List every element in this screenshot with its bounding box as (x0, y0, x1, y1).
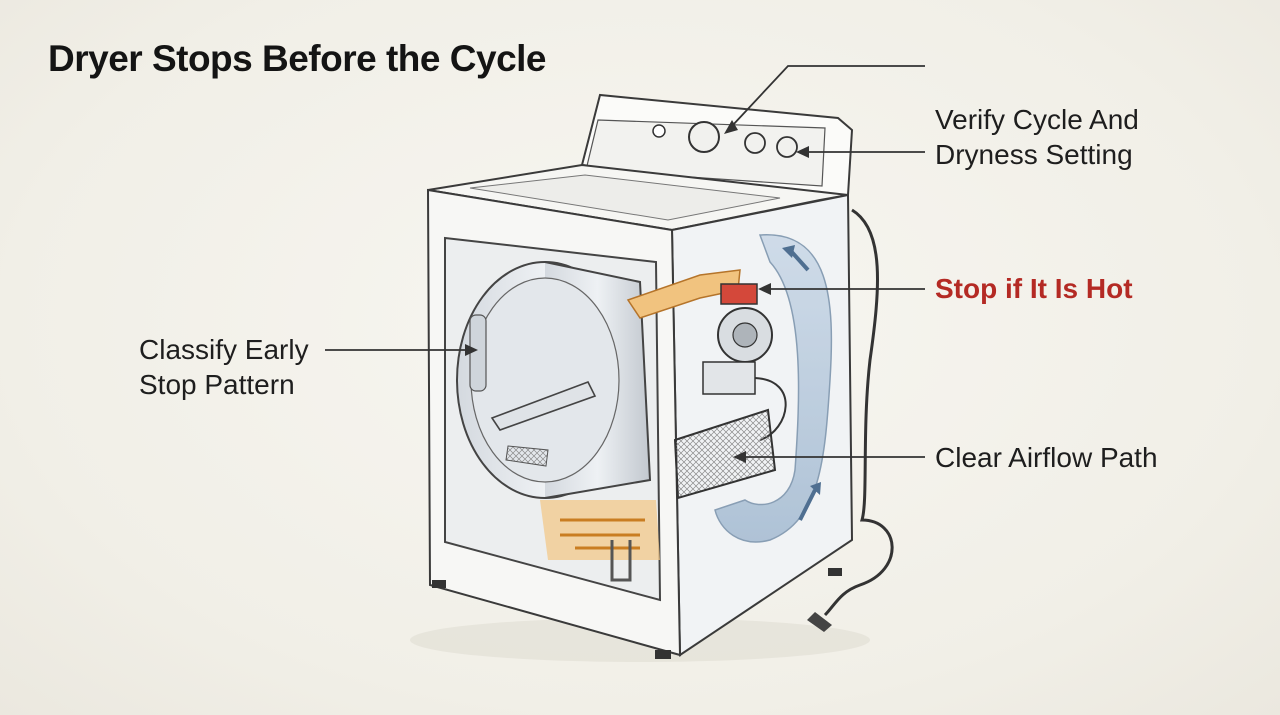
callout-clear-airflow: Clear Airflow Path (935, 442, 1158, 473)
callout-classify-line1: Classify Early (139, 334, 309, 365)
callout-classify-line2: Stop Pattern (139, 369, 295, 400)
power-cord (823, 208, 894, 617)
thermal-fuse (720, 283, 758, 305)
callout-verify-line2: Dryness Setting (935, 139, 1133, 170)
lint-filter (673, 408, 777, 500)
callout-verify-line1: Verify Cycle And (935, 104, 1139, 135)
callout-verify-cycle: Verify Cycle And Dryness Setting (935, 102, 1139, 172)
callout-classify-early-stop: Classify Early Stop Pattern (139, 332, 309, 402)
callout-stop-if-hot: Stop if It Is Hot (935, 273, 1133, 304)
page-title: Dryer Stops Before the Cycle (48, 38, 547, 79)
leader-lines (325, 65, 925, 458)
